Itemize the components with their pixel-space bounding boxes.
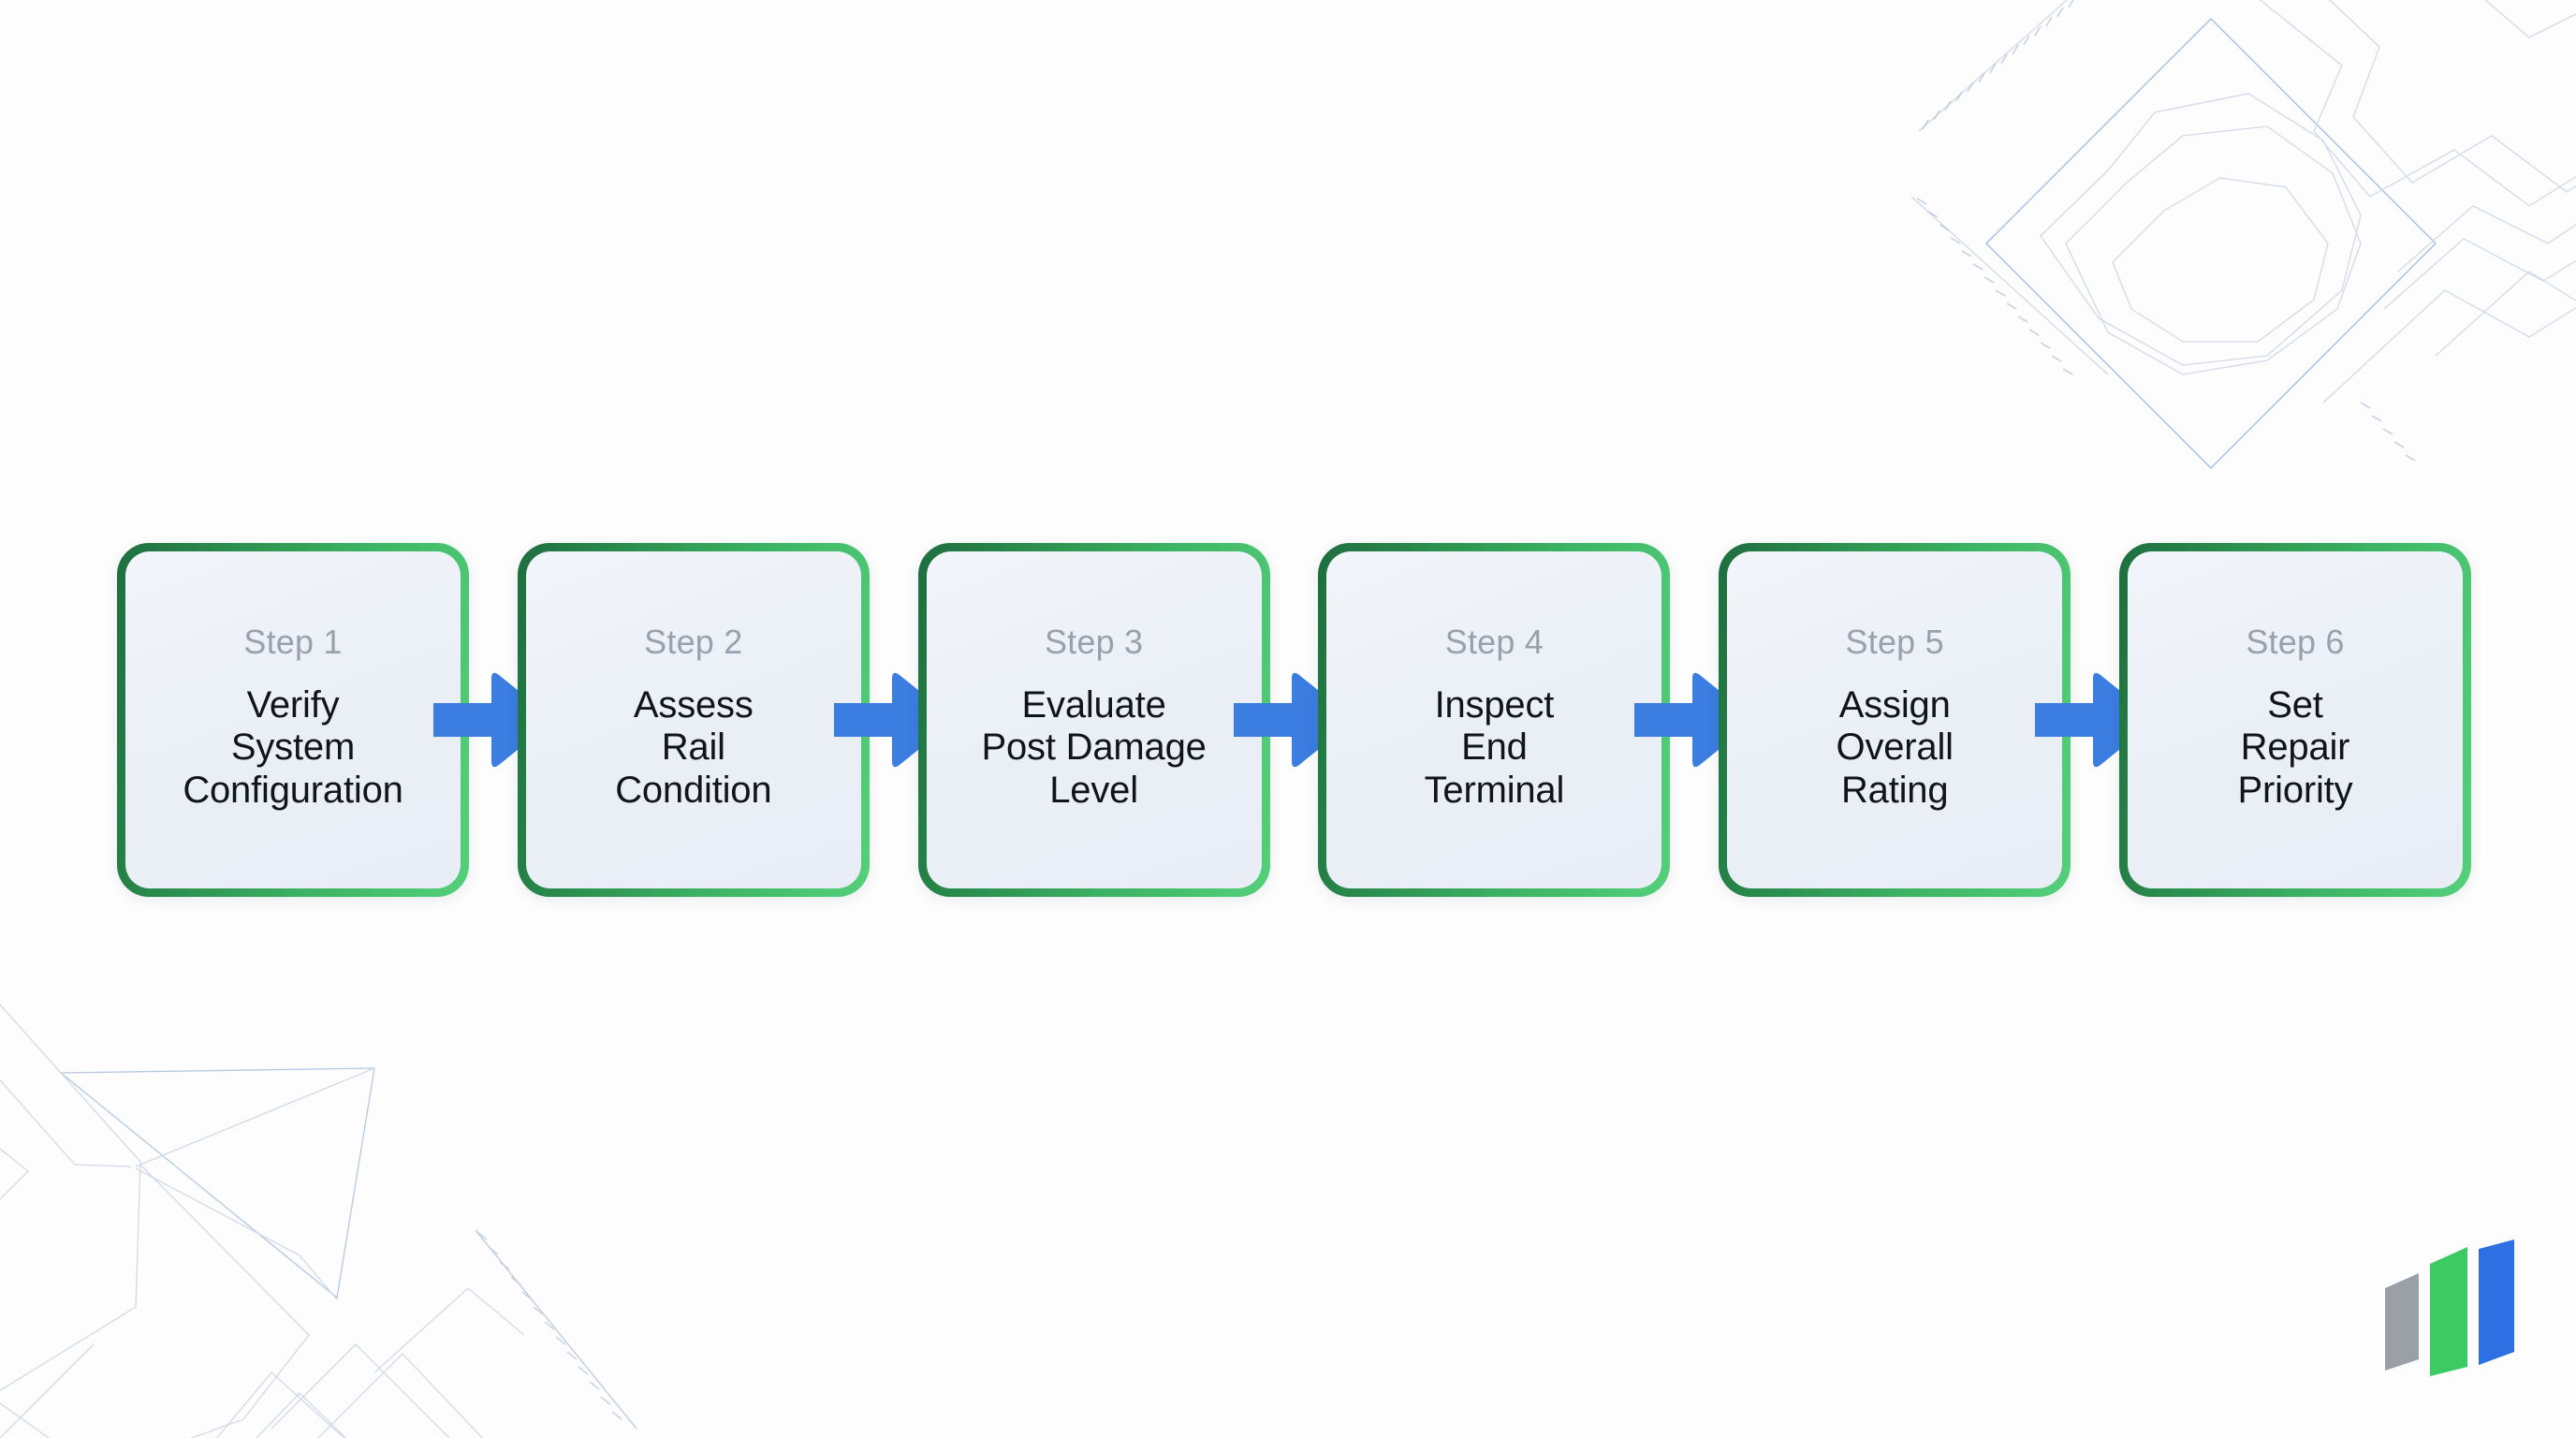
step-card-inner: Step 6 Set Repair Priority	[2127, 551, 2463, 888]
step-card-inner: Step 5 Assign Overall Rating	[1727, 551, 2063, 888]
step-eyebrow: Step 6	[2246, 622, 2345, 661]
connector-1	[432, 664, 550, 776]
step-title: Evaluate Post Damage Level	[981, 683, 1207, 811]
step-title: Verify System Configuration	[183, 683, 403, 811]
step-card-inner: Step 3 Evaluate Post Damage Level	[926, 551, 1262, 888]
step-card-inner: Step 2 Assess Rail Condition	[525, 551, 861, 888]
step-card-4[interactable]: Step 4 Inspect End Terminal	[1318, 543, 1671, 897]
step-card-5[interactable]: Step 5 Assign Overall Rating	[1719, 543, 2071, 897]
step-eyebrow: Step 2	[644, 622, 743, 661]
step-card-1[interactable]: Step 1 Verify System Configuration	[117, 543, 469, 897]
connector-2	[833, 664, 951, 776]
blueprint-lines-decoration-bottom-left	[0, 1004, 637, 1438]
step-title: Assign Overall Rating	[1836, 683, 1954, 811]
step-eyebrow: Step 3	[1044, 622, 1144, 661]
step-eyebrow: Step 4	[1444, 622, 1544, 661]
step-card-6[interactable]: Step 6 Set Repair Priority	[2118, 543, 2471, 897]
process-flow-diagram: Step 1 Verify System Configuration Step …	[117, 543, 2471, 897]
step-title: Assess Rail Condition	[615, 683, 772, 811]
blueprint-lines-decoration-top-right	[1910, 0, 2576, 469]
step-eyebrow: Step 5	[1845, 622, 1944, 661]
step-title: Set Repair Priority	[2237, 683, 2353, 811]
step-eyebrow: Step 1	[243, 622, 343, 661]
connector-5	[2035, 664, 2153, 776]
connector-3	[1234, 664, 1352, 776]
connector-4	[1634, 664, 1752, 776]
ascending-bars-logo	[2385, 1240, 2514, 1376]
step-card-2[interactable]: Step 2 Assess Rail Condition	[517, 543, 870, 897]
step-card-3[interactable]: Step 3 Evaluate Post Damage Level	[917, 543, 1270, 897]
step-title: Inspect End Terminal	[1424, 683, 1565, 811]
step-card-inner: Step 4 Inspect End Terminal	[1326, 551, 1662, 888]
step-card-inner: Step 1 Verify System Configuration	[125, 551, 461, 888]
